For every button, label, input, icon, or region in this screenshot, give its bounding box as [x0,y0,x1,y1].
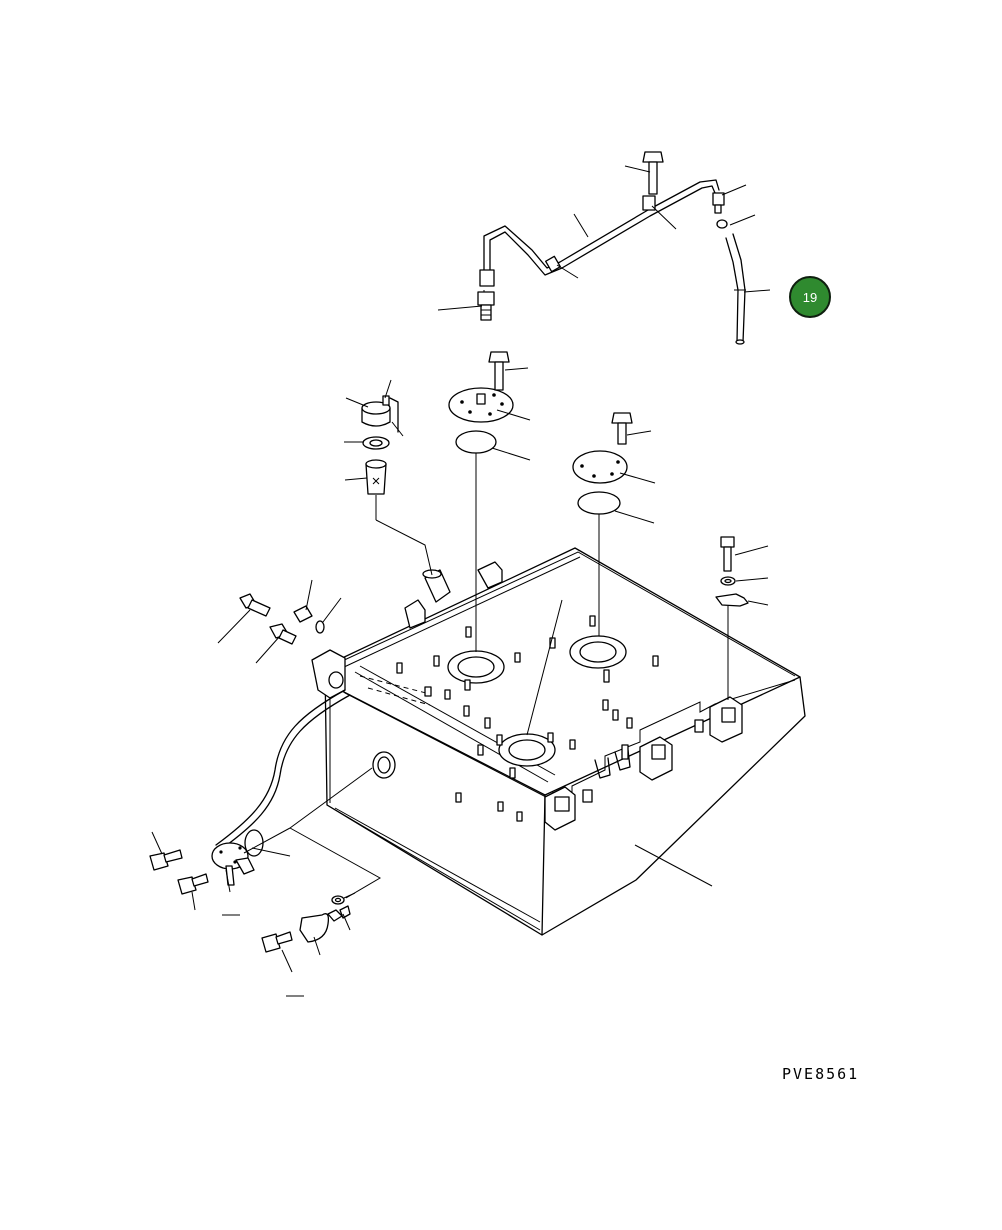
leader-lines [151,165,771,997]
o-ring-small [315,620,325,634]
pipe-bolt-top [642,151,664,195]
suction-cover-left [448,387,514,423]
sensor-bolt-lower [177,873,209,895]
gasket-left [455,430,497,454]
bolt-cover-right [611,412,633,445]
filler-strainer [365,459,387,495]
tank-mount-clip [715,593,749,607]
pipe-connector [477,291,495,321]
sensor-gasket [244,829,264,857]
banjo-bolt-upper [239,593,271,617]
level-sensor-cable [215,689,351,851]
clamp-bolt [261,931,293,953]
bolt-cover-left [488,351,510,391]
callout-number-badge[interactable]: 19 [789,276,831,318]
fuel-hose [725,233,746,345]
sensor-bolt-upper [149,849,183,871]
bracket-front-left [544,786,576,831]
bracket-top-lug [404,561,503,629]
filler-neck [422,569,451,603]
callout-number-label: 19 [802,289,818,305]
flange-right [569,635,627,669]
mounting-brackets [311,561,743,831]
flange-front [498,733,556,767]
tank-mount-washer [720,576,736,586]
cover-right [572,450,628,484]
bracket-right [709,696,743,743]
flange-left [447,650,505,684]
fuel-pipe-assembly [479,179,720,287]
banjo-bolt-lower [269,623,297,645]
gasket-right [577,491,621,515]
bracket-mid [639,736,673,781]
front-panel-port [372,751,396,779]
pipe-clip-parts [712,192,728,229]
bracket-left-lug [311,649,346,699]
drawing-code: PVE8561 [782,1065,860,1083]
tank-mount-bolt [720,536,735,572]
clamp-nut [327,905,351,922]
filler-cap [361,395,399,433]
clamp-washer [331,895,345,905]
filler-seal [362,436,390,450]
union-fitting [293,605,313,623]
tank-top-flanges [447,635,627,767]
tank-top-studs [396,615,659,822]
